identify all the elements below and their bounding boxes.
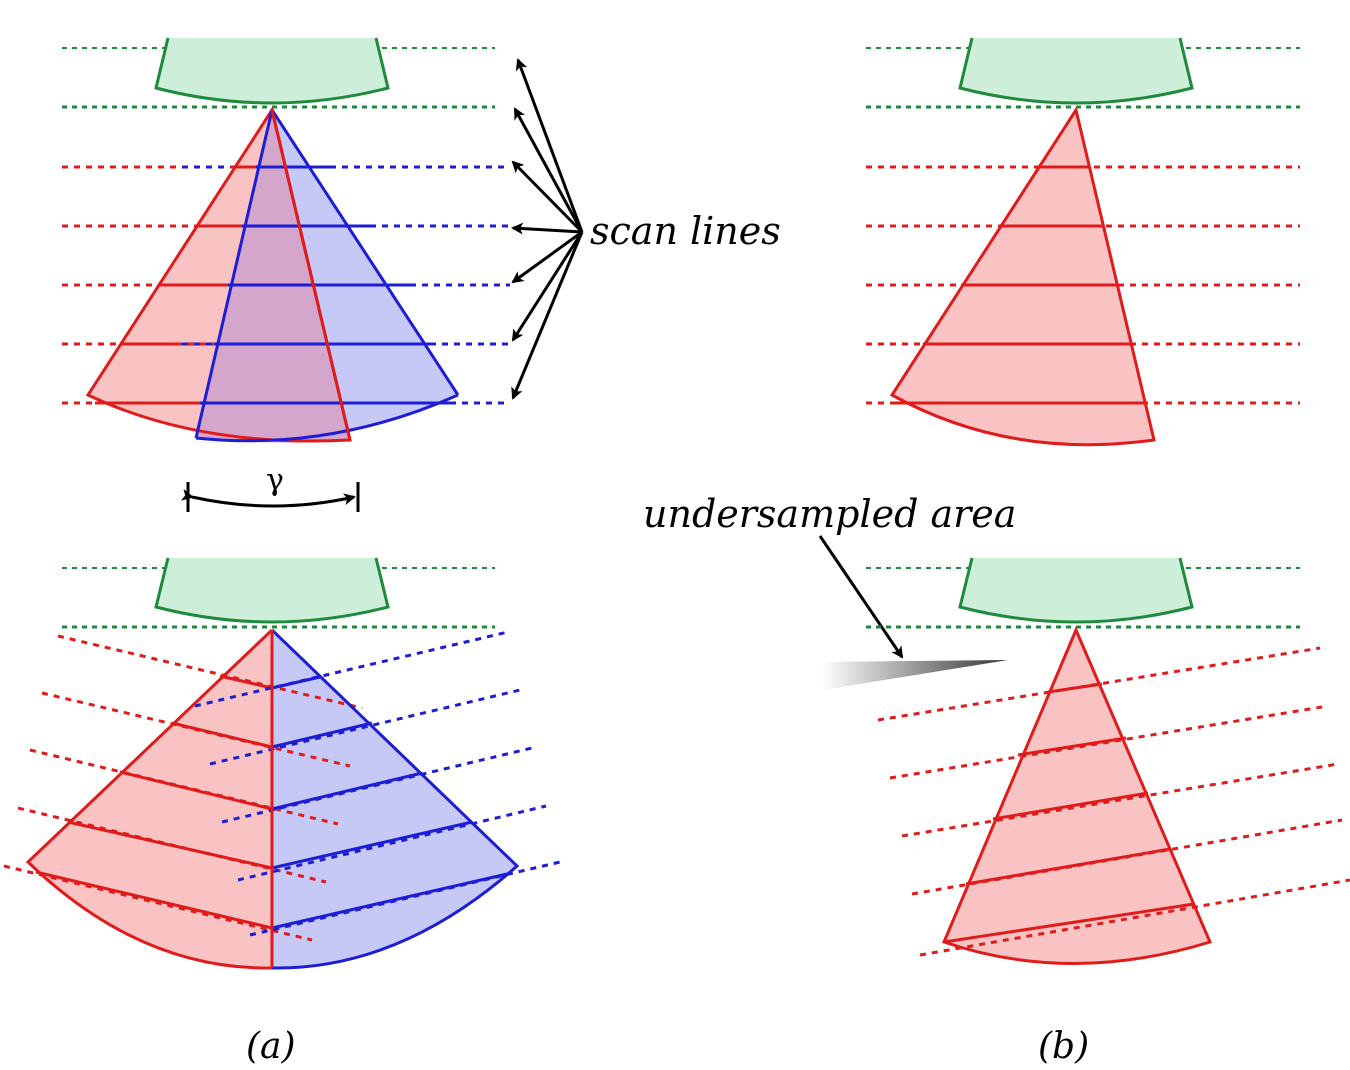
undersampled-label: undersampled area bbox=[643, 492, 1016, 536]
red-sector bbox=[944, 630, 1210, 964]
scan-lines-label: scan lines bbox=[590, 209, 781, 253]
transducer-probe bbox=[960, 558, 1192, 622]
panel-b-label: (b) bbox=[1038, 1026, 1089, 1067]
red-scan-lines bbox=[62, 165, 230, 405]
undersampled-arrow bbox=[818, 535, 904, 659]
red-sector bbox=[892, 110, 1154, 445]
transducer-probe bbox=[156, 38, 388, 103]
transducer-probe-outline bbox=[154, 37, 390, 105]
overlap-region bbox=[196, 110, 350, 443]
gamma-label: γ bbox=[266, 463, 284, 498]
transducer-probe bbox=[156, 558, 388, 622]
red-sector-outline bbox=[889, 106, 1156, 447]
undersampled-area-shade bbox=[822, 660, 1008, 690]
scan-lines-arrows bbox=[511, 58, 584, 400]
panel-b-top bbox=[866, 37, 1300, 447]
panel-a-bottom bbox=[3, 557, 561, 970]
gamma-angle: γ bbox=[180, 463, 360, 512]
transducer-probe bbox=[960, 38, 1192, 103]
panel-a-label: (a) bbox=[246, 1026, 296, 1067]
panel-a-top: γ bbox=[62, 37, 510, 512]
blue-sector bbox=[272, 630, 517, 969]
red-sector-outline bbox=[85, 106, 352, 443]
panel-b-bottom bbox=[866, 557, 1350, 965]
blue-sector-outline bbox=[194, 109, 460, 443]
